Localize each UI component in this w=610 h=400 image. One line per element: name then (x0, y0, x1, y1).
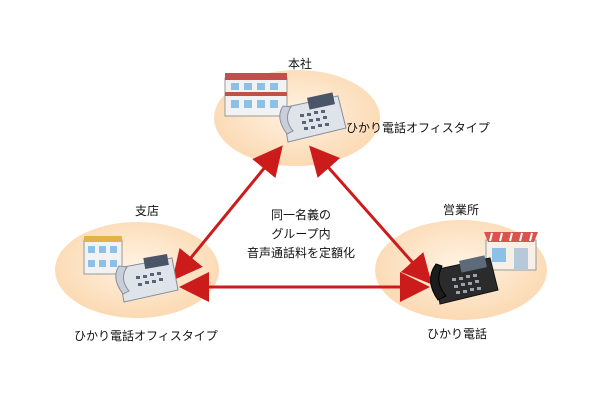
sales-office-name: 営業所 (443, 203, 480, 217)
branch-phone-label: ひかり電話オフィスタイプ (74, 329, 218, 343)
head-office-building-icon (224, 73, 288, 117)
head-office-phone-label: ひかり電話オフィスタイプ (346, 121, 490, 135)
sales-office-phone-label: ひかり電話 (427, 327, 488, 341)
sales-office-phone-icon (430, 255, 499, 305)
branch-building-icon (83, 236, 123, 275)
arrow-head-office-sales-office (309, 145, 432, 285)
flat-rate-note-line-3: 音声通話料を定額化 (246, 246, 355, 260)
flat-rate-note-line-2: グループ内 (271, 227, 331, 241)
head-office-name: 本社 (288, 57, 313, 71)
branch-name: 支店 (135, 204, 160, 218)
flat-rate-note: 同一名義の グループ内 音声通話料を定額化 (236, 206, 366, 263)
flat-rate-note-line-1: 同一名義の (270, 208, 331, 222)
sales-office-shop-icon (484, 232, 538, 271)
arrow-head-office-branch (172, 145, 283, 281)
head-office-phone-icon (279, 92, 347, 143)
branch-phone-icon (115, 253, 179, 303)
